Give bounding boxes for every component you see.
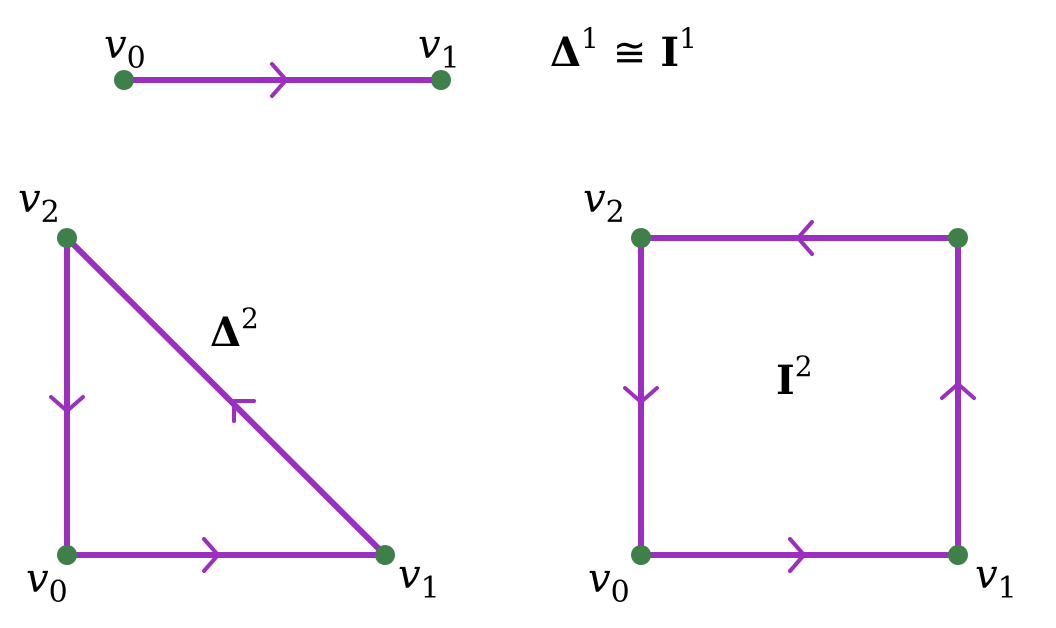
interval-title: Δ1≅I1	[550, 22, 697, 76]
square-vertex-v2	[631, 228, 651, 248]
square-vertex-v1	[948, 545, 968, 565]
square-arrow-left-down	[623, 386, 659, 404]
simplex-label-v0: v0	[26, 556, 68, 610]
square-diagram: v2 v0 v1 I2	[583, 176, 1017, 610]
interval-vertex-v0	[114, 70, 134, 90]
square-vertex-top-right	[948, 228, 968, 248]
interval-diagram: v0 v1 Δ1≅I1	[104, 22, 697, 98]
square-vertex-v0	[631, 545, 651, 565]
interval-label-v1: v1	[418, 22, 460, 76]
interval-arrow	[270, 62, 288, 98]
simplex-label-v1: v1	[398, 552, 440, 606]
square-title: I2	[776, 350, 813, 404]
simplex-vertex-v2	[57, 228, 77, 248]
simplex-vertex-v0	[57, 545, 77, 565]
simplex-title: Δ2	[210, 302, 259, 356]
square-arrow-top-left	[796, 220, 814, 256]
simplex-arrow-right	[202, 537, 220, 573]
square-label-v0: v0	[588, 556, 630, 610]
simplex-edge-v1-v2	[64, 235, 388, 558]
simplex-arrow-down	[49, 395, 85, 413]
simplex-arrow-diagonal	[232, 399, 256, 423]
square-label-v2: v2	[583, 176, 625, 230]
interval-label-v0: v0	[104, 22, 146, 76]
interval-vertex-v1	[431, 70, 451, 90]
simplex-diagram: v2 v0 v1 Δ2	[18, 176, 440, 610]
simplex-label-v2: v2	[18, 176, 60, 230]
square-arrow-right-up	[940, 382, 976, 400]
square-arrow-bottom-right	[788, 537, 806, 573]
simplex-vertex-v1	[375, 545, 395, 565]
square-label-v1: v1	[975, 552, 1017, 606]
